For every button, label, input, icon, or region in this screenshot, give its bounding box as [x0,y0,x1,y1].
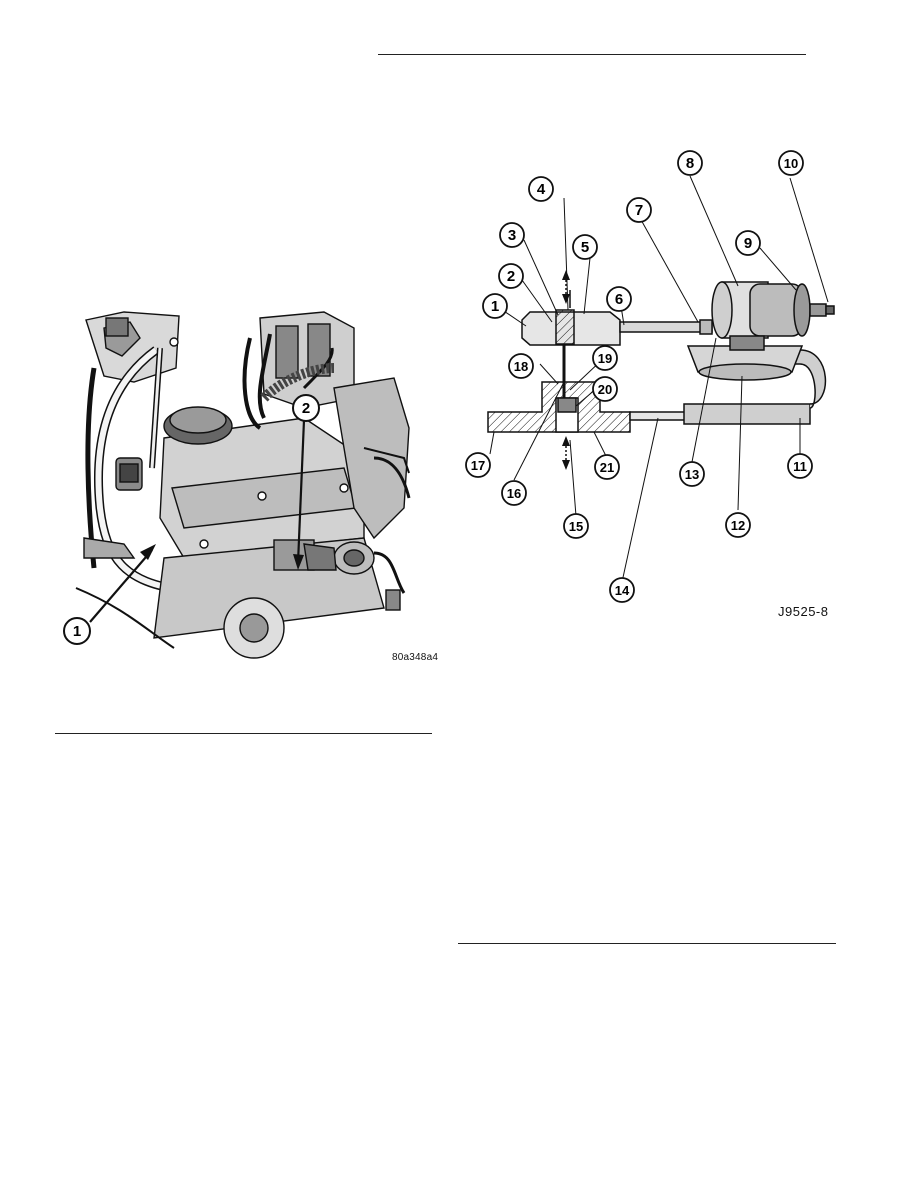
callout-1-section: 1 [481,292,509,320]
callout-section-5-label: 5 [581,239,589,256]
top-right-rule [378,54,806,55]
callout-10-section: 10 [777,149,805,177]
section-figure-code: J9525-8 [778,604,829,619]
callout-section-8-label: 8 [686,155,694,172]
callout-16-section: 16 [500,479,528,507]
callout-section-20-label: 20 [598,382,612,397]
callout-20-section: 20 [591,375,619,403]
callout-1-engine: 1 [62,616,92,646]
callout-section-9-label: 9 [744,235,752,252]
callout-21-section: 21 [593,453,621,481]
callout-section-12-label: 12 [731,518,745,533]
callout-12-section: 12 [724,511,752,539]
callout-section-15-label: 15 [569,519,583,534]
callout-section-7-label: 7 [635,202,643,219]
callout-19-section: 19 [591,344,619,372]
callout-section-14-label: 14 [615,583,630,598]
callout-17-section: 17 [464,451,492,479]
callout-2-engine: 2 [291,393,321,423]
callout-6-section: 6 [605,285,633,313]
callout-1-label: 1 [73,623,81,640]
callout-section-10-label: 10 [784,156,798,171]
callout-18-section: 18 [507,352,535,380]
callout-section-13-label: 13 [685,467,699,482]
callout-3-section: 3 [498,221,526,249]
callout-section-18-label: 18 [514,359,528,374]
callout-section-1-label: 1 [491,298,499,315]
callout-section-17-label: 17 [471,458,485,473]
callout-2-section: 2 [497,262,525,290]
right-column-rule [458,943,836,944]
callout-8-section: 8 [676,149,704,177]
engine-illustration [75,311,411,659]
callout-section-16-label: 16 [507,486,521,501]
engine-figure-code: 80a348a4 [392,652,439,663]
callout-11-section: 11 [786,452,814,480]
engine-figure [64,308,440,668]
callout-2-label: 2 [302,400,310,417]
callout-7-section: 7 [625,196,653,224]
callout-14-section: 14 [608,576,636,604]
callout-section-6-label: 6 [615,291,623,308]
callout-9-section: 9 [734,229,762,257]
callout-section-3-label: 3 [508,227,516,244]
callout-section-21-label: 21 [600,460,614,475]
callout-4-section: 4 [527,175,555,203]
callout-13-section: 13 [678,460,706,488]
callout-section-19-label: 19 [598,351,612,366]
callout-section-11-label: 11 [793,459,807,474]
callout-section-4-label: 4 [537,181,546,198]
callout-section-2-label: 2 [507,268,515,285]
callout-5-section: 5 [571,233,599,261]
callout-15-section: 15 [562,512,590,540]
left-column-rule [55,733,432,734]
